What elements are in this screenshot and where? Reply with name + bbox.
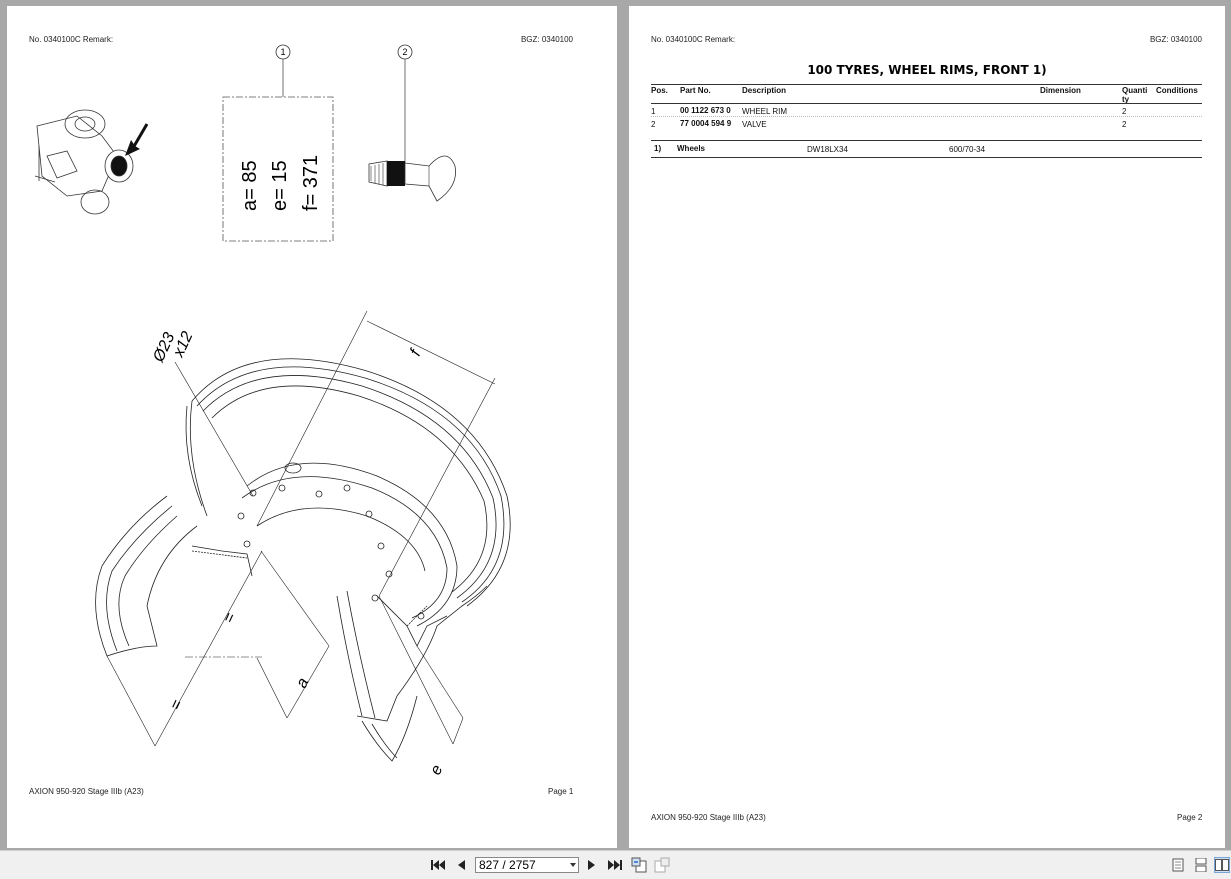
page1-page-number: Page 1 — [548, 787, 574, 796]
prev-page-icon — [458, 860, 465, 870]
single-page-icon — [1172, 858, 1184, 872]
page2-header-right: BGZ: 0340100 — [1149, 35, 1202, 44]
svg-text:1: 1 — [280, 47, 285, 57]
go-forward-icon — [654, 857, 670, 873]
first-page-icon — [431, 860, 445, 870]
svg-text:f= 371: f= 371 — [300, 155, 322, 211]
navigation-toolbar: 827 / 2757 — [0, 850, 1231, 879]
next-page-icon — [588, 860, 595, 870]
parts-table: Pos. Part No. Description Dimension Quan… — [651, 84, 1202, 164]
single-page-view-button[interactable] — [1170, 857, 1186, 873]
first-page-button[interactable] — [430, 857, 446, 873]
col-part-no: Part No. — [680, 86, 711, 95]
col-quantity: Quanti — [1122, 86, 1148, 95]
page-indicator: 827 / 2757 — [479, 858, 536, 872]
col-description: Description — [742, 86, 787, 95]
callout-2-valve: 2 — [368, 44, 456, 202]
col-quantity-wrap: ty — [1122, 95, 1130, 104]
col-conditions: Conditions — [1156, 86, 1198, 95]
svg-text:a: a — [293, 675, 312, 690]
svg-text:e: e — [427, 762, 446, 777]
page1-header-left: No. 0340100C Remark: — [29, 35, 114, 44]
page2-page-number: Page 2 — [1177, 813, 1203, 822]
page2-footer-left: AXION 950-920 Stage IIIb (A23) — [651, 813, 766, 822]
svg-text:=: = — [167, 697, 186, 713]
page2-header-left: No. 0340100C Remark: — [651, 35, 736, 44]
pdf-page-1: No. 0340100C Remark: BGZ: 0340100 1 a= 8… — [7, 6, 617, 848]
chevron-down-icon[interactable] — [570, 863, 576, 867]
svg-text:e= 15: e= 15 — [269, 160, 291, 211]
go-back-icon — [631, 857, 647, 873]
continuous-icon — [1195, 858, 1207, 872]
go-back-button[interactable] — [631, 857, 647, 873]
wheel-rim-drawing: 1 a= 85 e= 15 f= 371 2 — [34, 44, 511, 778]
svg-text:2: 2 — [402, 47, 407, 57]
svg-text:=: = — [220, 610, 239, 626]
page1-header-right: BGZ: 0340100 — [520, 35, 573, 44]
two-page-icon — [1215, 859, 1229, 871]
col-dimension: Dimension — [1040, 86, 1081, 95]
svg-text:x12: x12 — [170, 329, 197, 361]
tractor-thumbnail — [34, 109, 134, 215]
dimension-lines — [106, 310, 496, 747]
arrow-icon — [125, 124, 147, 156]
svg-text:a= 85: a= 85 — [239, 160, 261, 211]
two-page-view-button[interactable] — [1214, 857, 1230, 873]
go-forward-button[interactable] — [654, 857, 670, 873]
rim-sketch — [95, 358, 511, 762]
last-page-icon — [608, 860, 622, 870]
callout-1: 1 a= 85 e= 15 f= 371 — [222, 44, 334, 242]
last-page-button[interactable] — [607, 857, 623, 873]
pdf-page-2: No. 0340100C Remark: BGZ: 0340100 100 TY… — [629, 6, 1225, 848]
page1-footer-left: AXION 950-920 Stage IIIb (A23) — [29, 787, 144, 796]
col-pos: Pos. — [651, 86, 668, 95]
prev-page-button[interactable] — [453, 857, 469, 873]
continuous-view-button[interactable] — [1193, 857, 1209, 873]
svg-text:f: f — [407, 346, 425, 359]
parts-list-title: 100 TYRES, WHEEL RIMS, FRONT 1) — [807, 63, 1047, 77]
next-page-button[interactable] — [584, 857, 600, 873]
page-number-input[interactable]: 827 / 2757 — [475, 857, 579, 873]
